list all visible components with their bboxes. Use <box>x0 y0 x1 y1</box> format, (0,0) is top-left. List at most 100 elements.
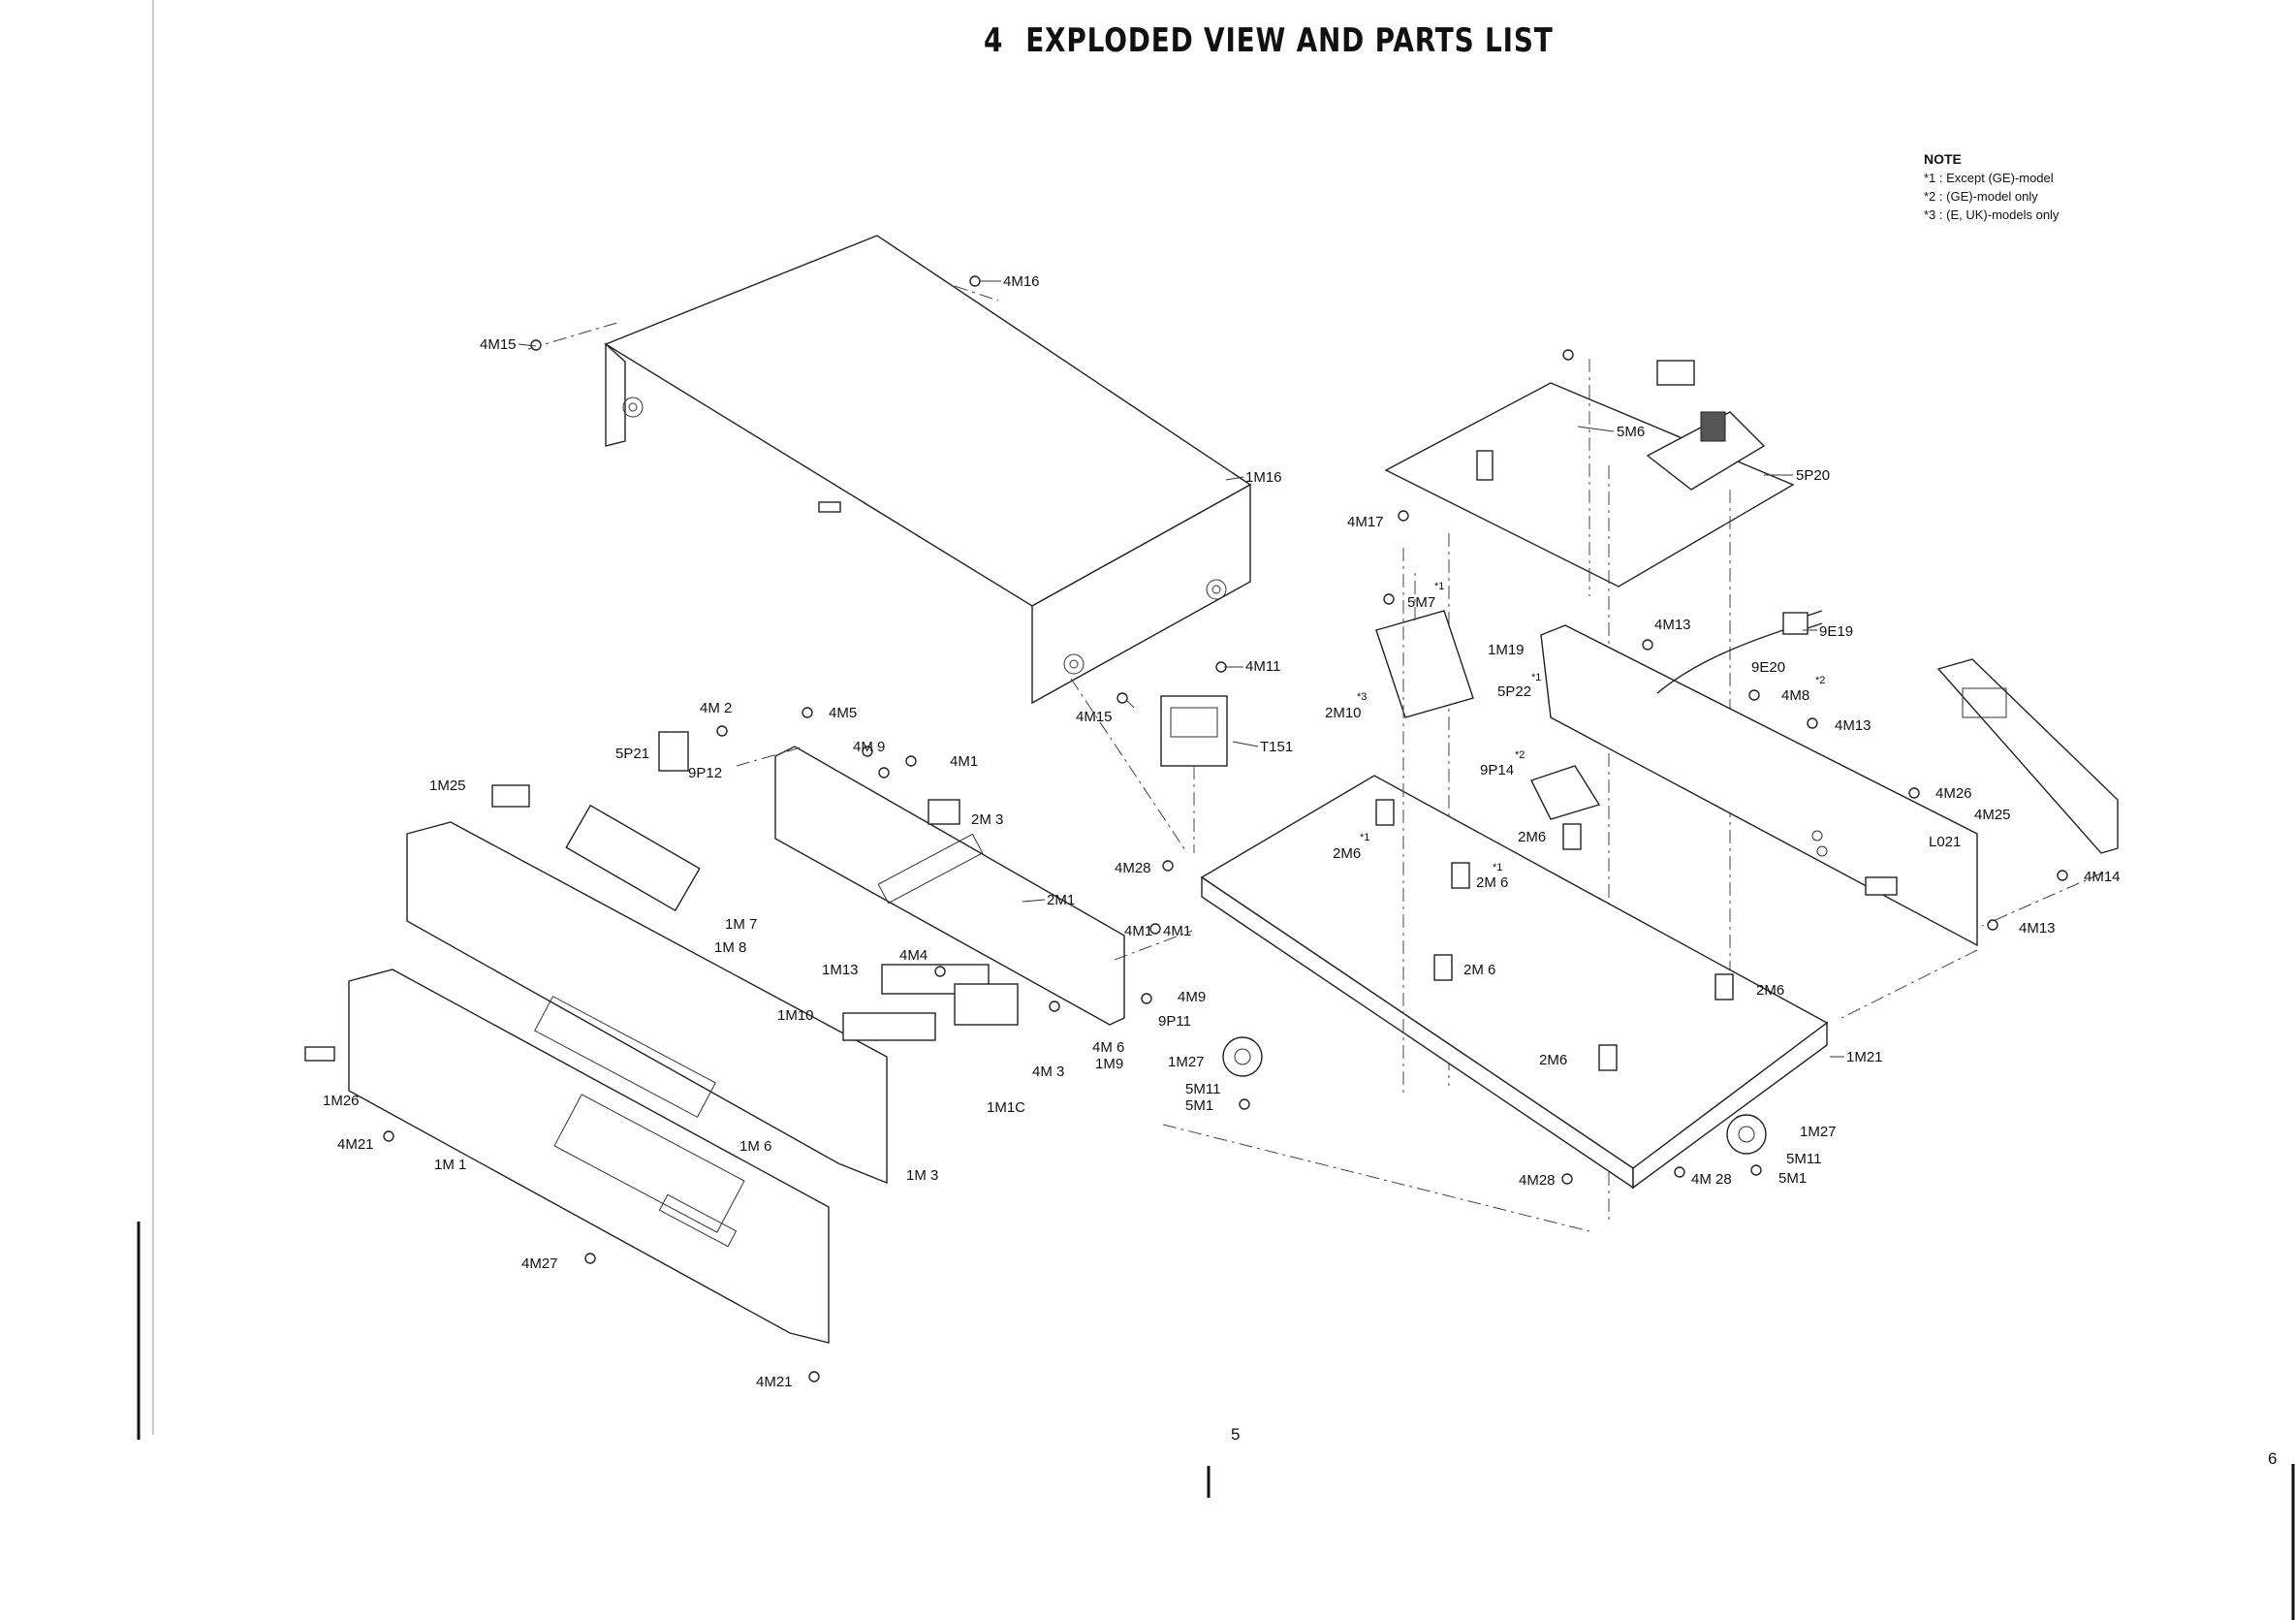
part-5p21 <box>658 731 689 772</box>
side-bracket <box>1936 658 2119 854</box>
label-1m25: 1M25 <box>429 778 466 794</box>
label-2m3: 2M 3 <box>971 811 1003 828</box>
part-1m26 <box>304 1046 335 1062</box>
note-block: NOTE *1 : Except (GE)-model *2 : (GE)-mo… <box>1924 150 2059 224</box>
label-2m6-c: 2M 6 <box>1476 874 1508 891</box>
note-line-1: *1 : Except (GE)-model <box>1924 171 2054 185</box>
label-9p11: 9P11 <box>1158 1013 1191 1030</box>
part-2m3 <box>928 799 960 825</box>
label-4m27: 4M27 <box>521 1255 558 1272</box>
label-1m19: 1M19 <box>1488 642 1525 658</box>
mark-4m8: *2 <box>1815 675 1825 686</box>
label-l021: L021 <box>1929 834 1961 850</box>
mark-9p14: *2 <box>1515 749 1525 761</box>
part-1m25 <box>491 784 530 808</box>
mark-5m7: *1 <box>1434 581 1444 592</box>
note-line-3: *3 : (E, UK)-models only <box>1924 207 2060 222</box>
label-5m11-right: 5M11 <box>1786 1151 1821 1167</box>
label-4m28-left: 4M28 <box>1115 860 1151 876</box>
note-heading: NOTE <box>1924 151 1962 167</box>
switch-cluster <box>565 804 1019 1041</box>
label-1m1: 1M 1 <box>434 1157 466 1173</box>
label-5m1-left: 5M1 <box>1185 1097 1213 1114</box>
standoffs-2m6 <box>1375 799 1734 1071</box>
label-2m10: 2M10 <box>1325 705 1362 721</box>
display-panel <box>774 746 1125 1026</box>
label-1m3: 1M 3 <box>906 1167 938 1184</box>
explode-lines <box>736 548 2104 1232</box>
label-1m6: 1M 6 <box>739 1138 771 1155</box>
label-4m14: 4M14 <box>2084 869 2121 885</box>
label-4m1-top: 4M1 <box>950 753 978 770</box>
part-labels: 4M16 4M15 1M16 4M11 4M15 T151 4M 2 4M5 4… <box>323 273 2121 1390</box>
foot-1m27-right <box>1726 1114 1767 1155</box>
section-title: EXPLODED VIEW AND PARTS LIST <box>1025 21 1554 60</box>
label-4m15-top: 4M15 <box>480 336 517 353</box>
label-1m27-left: 1M27 <box>1168 1054 1205 1070</box>
label-4m11: 4M11 <box>1245 658 1280 675</box>
rear-board <box>1384 359 1795 1222</box>
label-1m27-right: 1M27 <box>1800 1124 1837 1140</box>
label-1m16: 1M16 <box>1245 469 1282 486</box>
label-t151: T151 <box>1260 739 1293 755</box>
label-1m21: 1M21 <box>1846 1049 1883 1065</box>
label-4m1-mid: 4M1 <box>1163 923 1191 939</box>
label-9p14: 9P14 <box>1480 762 1514 778</box>
label-4m17: 4M17 <box>1347 514 1384 530</box>
label-4m2: 4M 2 <box>700 700 732 716</box>
label-4m28-bottom: 4M28 <box>1519 1172 1556 1189</box>
label-4m21-left: 4M21 <box>337 1136 374 1153</box>
label-9e19: 9E19 <box>1819 623 1853 640</box>
mark-2m6-c: *1 <box>1493 862 1502 874</box>
label-1m26: 1M26 <box>323 1093 360 1109</box>
note-line-2: *2 : (GE)-model only <box>1924 189 2038 204</box>
leader-lines <box>518 280 1844 1058</box>
label-4m28-right: 4M 28 <box>1691 1171 1732 1188</box>
mark-2m10: *3 <box>1357 691 1367 703</box>
label-4m5: 4M5 <box>829 705 857 721</box>
transformer <box>1160 695 1228 853</box>
label-4m6: 4M 6 <box>1092 1039 1124 1056</box>
chassis <box>1200 624 1978 1190</box>
power-cord <box>1656 610 1823 694</box>
label-1m7: 1M 7 <box>725 916 757 933</box>
page-number-left: 5 <box>1231 1425 1241 1444</box>
label-2m6-e: 2M6 <box>1756 982 1784 999</box>
label-4m9-top: 4M 9 <box>853 739 885 755</box>
label-4m1-bottom: 4M1 <box>1124 923 1152 939</box>
model-marks: *1 *1 *3 *2 *2 *1 *1 <box>1357 581 1825 874</box>
label-5p20: 5P20 <box>1796 467 1830 484</box>
label-2m6-a: 2M6 <box>1333 845 1361 862</box>
label-9p12: 9P12 <box>688 765 722 781</box>
label-4m13-mid: 4M13 <box>1835 717 1871 734</box>
label-4m26: 4M26 <box>1935 785 1972 802</box>
label-5m6: 5M6 <box>1617 424 1645 440</box>
label-4m15-bottom: 4M15 <box>1076 709 1113 725</box>
foot-1m27-left <box>1222 1036 1263 1077</box>
label-4m13-bottom: 4M13 <box>2019 920 2056 937</box>
top-cover <box>527 235 1252 709</box>
label-1m13-left: 1M13 <box>822 962 859 978</box>
label-1m10: 1M10 <box>777 1007 814 1024</box>
label-1m9: 1M9 <box>1095 1056 1123 1072</box>
front-chassis <box>348 821 888 1344</box>
mark-2m6-a: *1 <box>1360 832 1369 843</box>
label-5m1-right: 5M1 <box>1778 1170 1807 1187</box>
label-4m25: 4M25 <box>1974 807 2011 823</box>
label-4m3: 4M 3 <box>1032 1064 1064 1080</box>
label-4m21-bottom: 4M21 <box>756 1374 793 1390</box>
label-9e20: 9E20 <box>1751 659 1785 676</box>
label-2m6-b: 2M6 <box>1518 829 1546 845</box>
label-4m9-bottom: 4M9 <box>1178 989 1206 1005</box>
label-5p22: 5P22 <box>1497 683 1531 700</box>
label-5m11-left: 5M11 <box>1185 1081 1220 1097</box>
label-1m10-lower: 1M1C <box>987 1099 1025 1116</box>
label-2m6-f: 2M6 <box>1539 1052 1567 1068</box>
mark-5p22: *1 <box>1531 672 1541 683</box>
label-4m13-top: 4M13 <box>1654 617 1691 633</box>
label-5m7: 5M7 <box>1407 594 1435 611</box>
screws <box>383 275 2068 1382</box>
